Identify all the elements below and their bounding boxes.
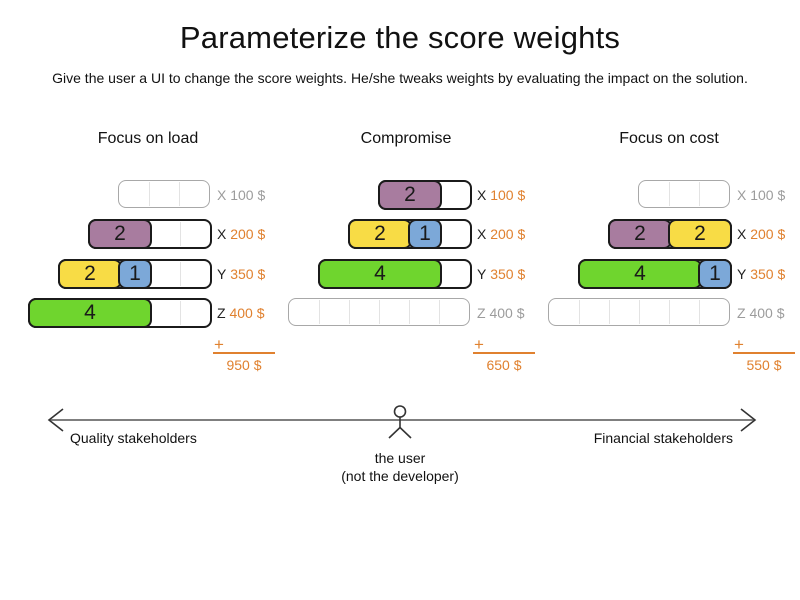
weight-block: 1 bbox=[698, 259, 732, 289]
column-header: Focus on cost bbox=[619, 130, 719, 147]
column-sum: +950 $ bbox=[213, 336, 275, 373]
cell-divider bbox=[180, 262, 181, 286]
row-price-label: Y 350 $ bbox=[737, 266, 785, 282]
column-total: 550 $ bbox=[746, 357, 782, 373]
weight-row-box: 2 bbox=[378, 180, 472, 210]
figure-caption-line1: the user bbox=[374, 450, 426, 466]
column-sum: +650 $ bbox=[473, 336, 535, 373]
row-price: 400 $ bbox=[485, 305, 525, 321]
row-price-label: Z 400 $ bbox=[737, 305, 785, 321]
weight-block: 2 bbox=[378, 180, 442, 210]
row-price: 350 $ bbox=[486, 266, 526, 282]
weight-block: 2 bbox=[88, 219, 152, 249]
user-stick-figure-icon bbox=[388, 405, 412, 439]
axis-label-financial: Financial stakeholders bbox=[593, 430, 733, 446]
figure-caption-line2: (not the developer) bbox=[341, 468, 459, 484]
row-letter: X bbox=[217, 187, 227, 203]
row-price: 400 $ bbox=[225, 305, 265, 321]
row-price-label: X 100 $ bbox=[737, 187, 785, 203]
cell-divider bbox=[669, 300, 670, 324]
cell-divider bbox=[609, 300, 610, 324]
cell-divider bbox=[149, 182, 150, 206]
column-header: Compromise bbox=[360, 130, 452, 147]
weight-block: 4 bbox=[318, 259, 442, 289]
row-letter: Z bbox=[217, 305, 226, 321]
stakeholder-axis bbox=[47, 405, 757, 439]
cell-divider bbox=[669, 182, 670, 206]
page-subtitle: Give the user a UI to change the score w… bbox=[52, 70, 748, 86]
weight-row-box bbox=[638, 180, 730, 208]
weight-block: 1 bbox=[408, 219, 442, 249]
page-title: Parameterize the score weights bbox=[179, 20, 621, 55]
cell-divider bbox=[639, 300, 640, 324]
row-price: 100 $ bbox=[486, 187, 526, 203]
right-arrowhead-icon bbox=[740, 408, 757, 432]
row-letter: X bbox=[737, 226, 747, 242]
cell-divider bbox=[379, 300, 380, 324]
cell-divider bbox=[349, 300, 350, 324]
weight-block: 2 bbox=[58, 259, 122, 289]
column-total: 950 $ bbox=[226, 357, 262, 373]
row-price: 100 $ bbox=[226, 187, 266, 203]
column-total: 650 $ bbox=[486, 357, 522, 373]
left-arrowhead-icon bbox=[47, 408, 64, 432]
row-price-label: X 200 $ bbox=[737, 226, 785, 242]
axis-label-quality: Quality stakeholders bbox=[70, 430, 197, 446]
row-price: 200 $ bbox=[486, 226, 526, 242]
weight-row-box bbox=[288, 298, 470, 326]
cell-divider bbox=[180, 301, 181, 325]
row-price-label: X 200 $ bbox=[477, 226, 525, 242]
row-price-label: X 200 $ bbox=[217, 226, 265, 242]
row-price: 400 $ bbox=[745, 305, 785, 321]
sum-plus-sign: + bbox=[733, 336, 795, 354]
row-price-label: Y 350 $ bbox=[217, 266, 265, 282]
row-price: 350 $ bbox=[746, 266, 786, 282]
weight-row-box: 4 bbox=[28, 298, 212, 328]
weight-block: 4 bbox=[578, 259, 702, 289]
row-letter: Y bbox=[737, 266, 747, 282]
row-letter: X bbox=[477, 226, 487, 242]
weight-block: 1 bbox=[118, 259, 152, 289]
cell-divider bbox=[699, 182, 700, 206]
row-price: 100 $ bbox=[746, 187, 786, 203]
row-letter: Z bbox=[737, 305, 746, 321]
row-price-label: Y 350 $ bbox=[477, 266, 525, 282]
cell-divider bbox=[439, 300, 440, 324]
row-letter: X bbox=[477, 187, 487, 203]
weight-row-box bbox=[118, 180, 210, 208]
row-letter: X bbox=[737, 187, 747, 203]
row-price: 350 $ bbox=[226, 266, 266, 282]
column-sum: +550 $ bbox=[733, 336, 795, 373]
weight-block: 2 bbox=[348, 219, 412, 249]
column-header: Focus on load bbox=[97, 130, 199, 147]
weight-row-box: 2 bbox=[88, 219, 212, 249]
weight-row-box bbox=[548, 298, 730, 326]
row-letter: Y bbox=[217, 266, 227, 282]
row-letter: Z bbox=[477, 305, 486, 321]
weight-row-box: 4 bbox=[318, 259, 472, 289]
row-price-label: Z 400 $ bbox=[217, 305, 265, 321]
weight-block: 2 bbox=[668, 219, 732, 249]
weight-block: 2 bbox=[608, 219, 672, 249]
row-price: 200 $ bbox=[226, 226, 266, 242]
cell-divider bbox=[409, 300, 410, 324]
cell-divider bbox=[180, 222, 181, 246]
cell-divider bbox=[319, 300, 320, 324]
cell-divider bbox=[179, 182, 180, 206]
cell-divider bbox=[579, 300, 580, 324]
sum-plus-sign: + bbox=[473, 336, 535, 354]
cell-divider bbox=[699, 300, 700, 324]
row-letter: X bbox=[217, 226, 227, 242]
row-price-label: X 100 $ bbox=[217, 187, 265, 203]
row-price-label: Z 400 $ bbox=[477, 305, 525, 321]
sum-plus-sign: + bbox=[213, 336, 275, 354]
row-price: 200 $ bbox=[746, 226, 786, 242]
row-letter: Y bbox=[477, 266, 487, 282]
weight-block: 4 bbox=[28, 298, 152, 328]
row-price-label: X 100 $ bbox=[477, 187, 525, 203]
